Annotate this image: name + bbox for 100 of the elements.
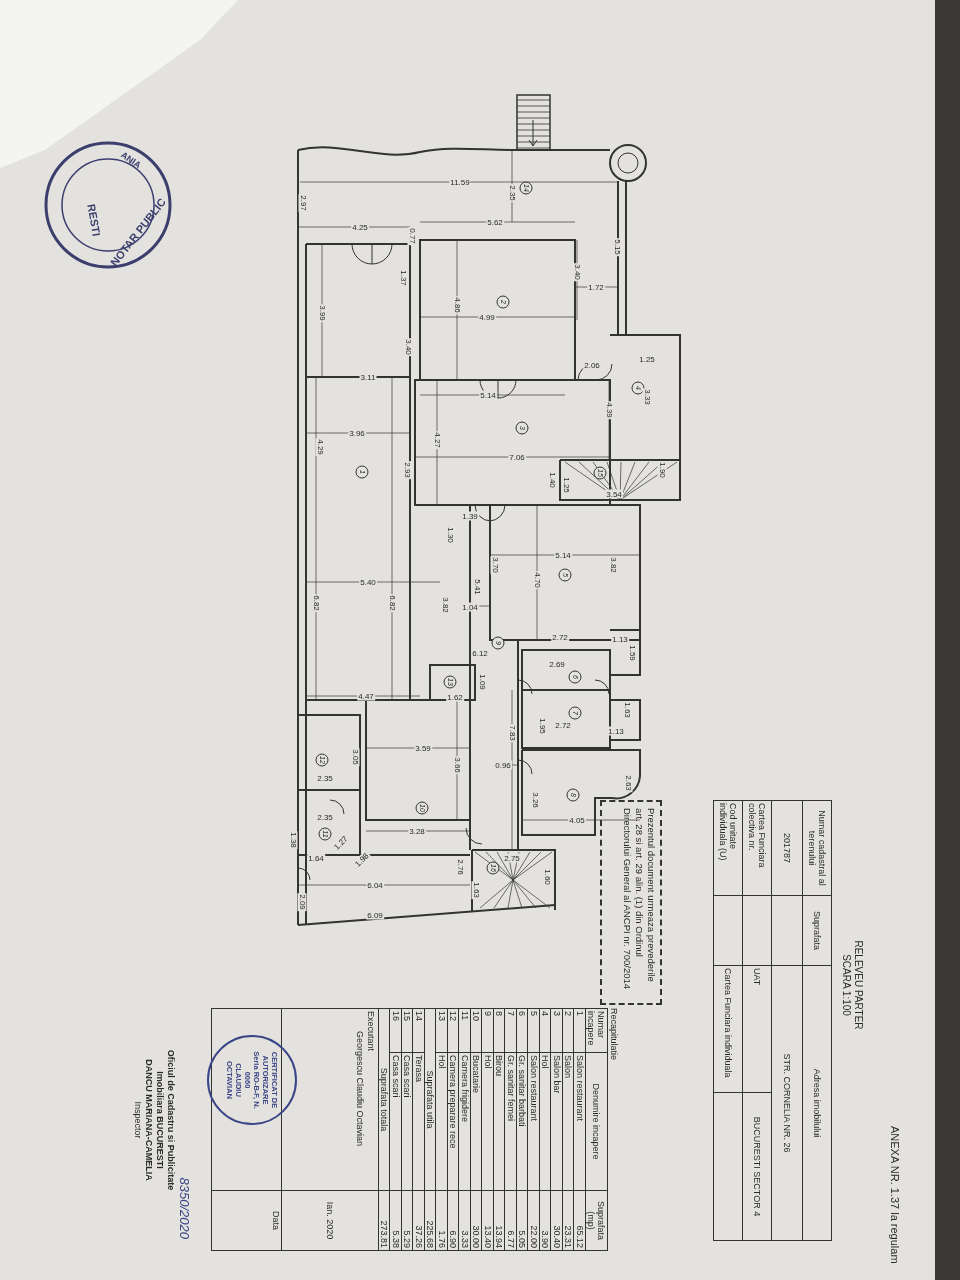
dimension-label: 2.93 [402,461,412,479]
table-header-cell: Suprafata (mp) [585,1190,608,1251]
table-cell: Bucatarie [470,1052,482,1191]
dimension-label: 6.09 [366,910,384,920]
dimension-label: 3.59 [414,743,432,753]
dimension-label: 5.40 [359,577,377,587]
dimension-label: 4.70 [532,571,542,589]
dimension-label: 4.47 [357,691,375,701]
table-cell: 2 [562,1008,574,1053]
table-header-cell: Suprafata [802,895,832,966]
dimension-label: 1.72 [587,282,605,292]
dimension-label: 2.76 [455,858,465,876]
dimension-label: 2.35 [316,812,334,822]
dimension-label: 1.38 [288,831,298,849]
dimension-label: 11.59 [449,177,471,187]
table-cell: Camera frigidere [459,1052,471,1191]
table-cell: Gr. sanitar barbati [516,1052,528,1191]
dimension-label: 3.40 [403,338,413,356]
dimension-label: 6.12 [471,648,489,658]
table-cell: 3.33 [459,1190,471,1251]
table-cell: 16 [390,1008,402,1053]
dimension-label: 2.09 [297,893,307,911]
dimension-label: 3.40 [572,263,582,281]
table-cell: 14 [413,1008,425,1053]
dimension-label: 3.99 [317,304,327,322]
dimension-label: 1.62 [446,692,464,702]
table-cell: Cartea Funciara colectiva nr. [742,800,772,896]
dimension-label: 4.25 [351,222,369,232]
dimension-label: 2.35 [507,184,517,202]
dimension-label: 1.30 [445,526,455,544]
handwritten-number: 8350/2020 [176,1176,192,1241]
dimension-label: 6.82 [387,594,397,612]
dimension-label: 4.05 [568,815,586,825]
table-cell: 4 [539,1008,551,1053]
dimension-label: 1.25 [561,476,571,494]
table-cell: Casa scari [401,1052,413,1191]
table-cell: 13.94 [493,1190,505,1251]
table-cell: Salon [562,1052,574,1191]
table-cell: 5.05 [516,1190,528,1251]
dimension-label: 5.14 [479,390,497,400]
table-cell: 10 [470,1008,482,1053]
dimension-label: 1.64 [307,853,325,863]
table-cell: 273.81 [378,1190,390,1251]
dimension-label: 3.54 [605,489,623,499]
table-cell: Salon restaurant [528,1052,540,1191]
dimension-label: 1.40 [547,471,557,489]
drawing-title: RELEVEU PARTER [852,939,864,1032]
dimension-label: 2.97 [298,194,308,212]
table-cell: 3.90 [539,1190,551,1251]
table-cell: 201787 [771,800,803,896]
dimension-label: 4.86 [452,296,462,314]
dimension-label: 3.82 [608,556,618,574]
dimension-label: 0.77 [407,227,417,245]
table-cell: STR. CORNELIA NR. 26 [771,965,803,1241]
table-cell: 1 [574,1008,586,1053]
table-cell: 30.40 [551,1190,563,1251]
dimension-label: 1.13 [611,634,629,644]
table-cell: 37.26 [413,1190,425,1251]
table-cell: Hol [482,1052,494,1191]
table-cell: Terasa [413,1052,425,1191]
table-cell: Hol [539,1052,551,1191]
signature-label: Executant [365,1011,377,1054]
table-cell: Salon bar [551,1052,563,1191]
table-header-cell: Data [211,1190,282,1251]
table-cell: 15 [401,1008,413,1053]
dimension-label: 2.72 [551,632,569,642]
dimension-label: 1.90 [657,461,667,479]
dimension-label: 5.15 [612,238,622,256]
dimension-label: 4.29 [315,438,325,456]
dimension-label: 3.11 [359,372,377,382]
table-cell: 6.90 [447,1190,459,1251]
dimension-label: 3.28 [408,826,426,836]
table-cell: Hol [436,1052,448,1191]
dimension-label: 2.63 [623,774,633,792]
dimension-label: 6.82 [311,594,321,612]
person-name: Georgescu Claudiu Octavian [354,1030,365,1149]
dimension-label: 1.25 [638,354,656,364]
table-cell: 5 [528,1008,540,1053]
table-cell: Cartea Funciara individuala [713,965,743,1093]
date-cell: Ian. 2020 [281,1190,379,1251]
dimension-label: 5.62 [486,217,504,227]
table-cell: Casa scari [390,1052,402,1191]
table-cell: Salon restaurant [574,1052,586,1191]
table-header-cell: Numar incapere [585,1008,608,1053]
dimension-label: 1.59 [627,644,637,662]
scale-label: SCARA 1:100 [840,953,852,1018]
dimension-label: 1.37 [398,269,408,287]
dimension-label: 7.06 [508,452,526,462]
dimension-label: 1.39 [461,511,479,521]
dimension-label: 2.69 [548,659,566,669]
table-cell: UAT [742,965,772,1093]
dimension-label: 0.96 [494,760,512,770]
table-header-cell: Adresa imobilului [802,965,832,1241]
table-cell: 12 [447,1008,459,1053]
dimension-label: 3.66 [452,756,462,774]
table-cell: 5.38 [390,1190,402,1251]
table-cell: 6.77 [505,1190,517,1251]
person-name: DANCU MARIANA-CAMELIA [143,1059,154,1181]
table-cell: 11 [459,1008,471,1053]
dimension-label: 1.13 [607,726,625,736]
